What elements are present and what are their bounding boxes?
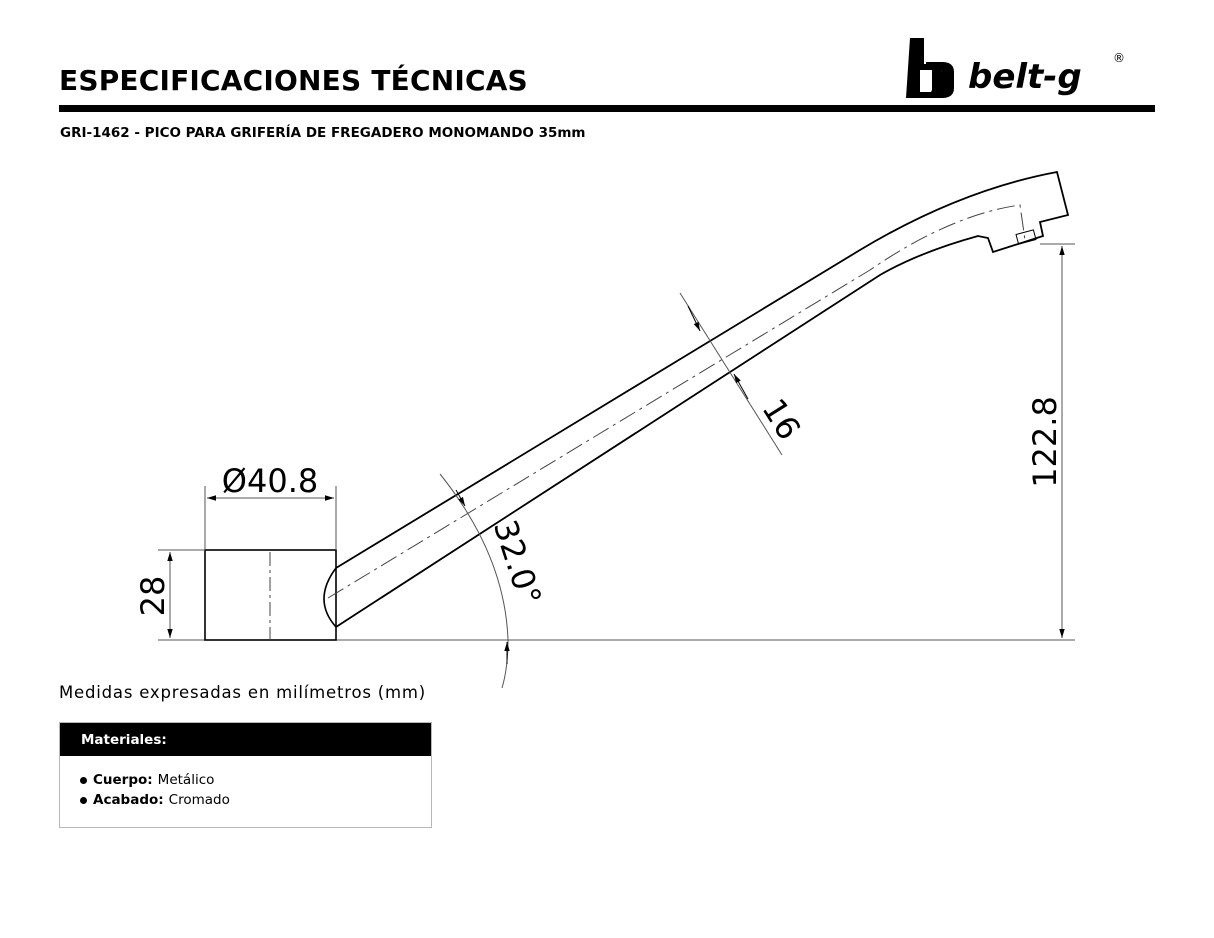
tube-diameter-label: 16 — [754, 392, 808, 447]
bullet-icon — [80, 796, 87, 804]
material-value: Metálico — [157, 772, 215, 788]
header-divider — [59, 105, 1155, 112]
product-subtitle: GRI-1462 - PICO PARA GRIFERÍA DE FREGADE… — [60, 125, 586, 141]
page-title: ESPECIFICACIONES TÉCNICAS — [59, 64, 528, 97]
registered-mark: ® — [1113, 51, 1125, 65]
belt-g-logo-icon: belt-g ® — [906, 38, 1125, 98]
units-note: Medidas expresadas en milímetros (mm) — [59, 683, 427, 702]
materials-list: Cuerpo: Metálico Acabado: Cromado — [60, 756, 431, 808]
material-item-finish: Acabado: Cromado — [80, 792, 431, 808]
spout-outline — [335, 170, 1070, 628]
angle-label: 32.0° — [486, 515, 549, 610]
material-key: Cuerpo: — [93, 772, 153, 788]
base-diameter-label: Ø40.8 — [222, 462, 318, 500]
material-value: Cromado — [168, 792, 230, 808]
material-item-body: Cuerpo: Metálico — [80, 772, 431, 788]
brand-name: belt-g — [968, 57, 1082, 97]
materials-header: Materiales: — [60, 723, 431, 756]
total-height-label: 122.8 — [1026, 396, 1064, 488]
base-height-label: 28 — [134, 576, 172, 617]
bullet-icon — [80, 776, 87, 784]
material-key: Acabado: — [93, 792, 164, 808]
materials-box: Materiales: Cuerpo: Metálico Acabado: Cr… — [59, 722, 432, 828]
